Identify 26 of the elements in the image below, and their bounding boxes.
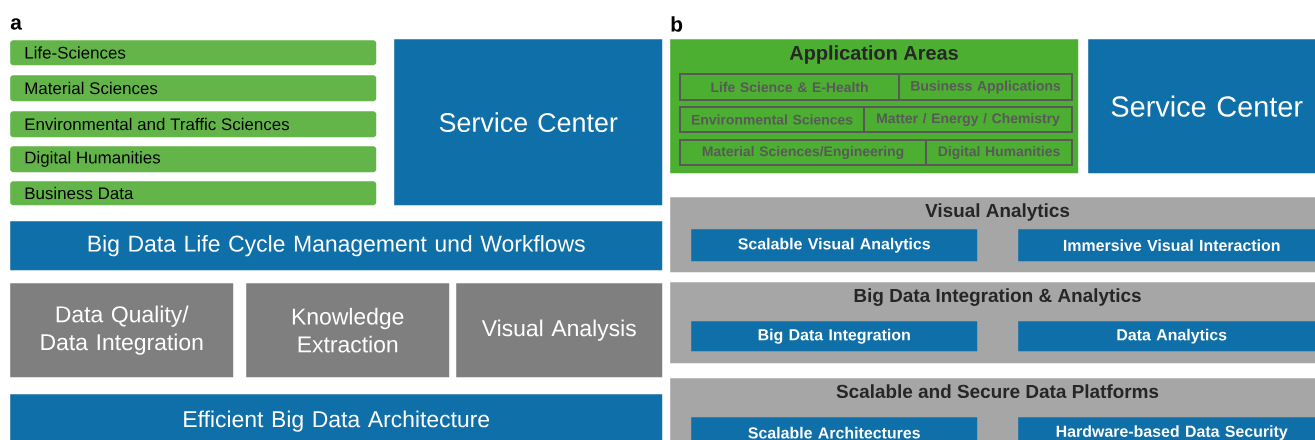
category-bar: Material Sciences [10, 75, 377, 102]
category-bar: Environmental and Traffic Sciences [10, 111, 377, 138]
area-box: Matter / Energy / Chemistry [863, 106, 1073, 133]
panel-letter: b [671, 16, 683, 32]
module-box: Scalable Visual Analytics [691, 229, 978, 262]
area-box: Digital Humanities [925, 139, 1073, 166]
component-box: Knowledge Extraction [246, 283, 450, 378]
service-box: Service Center [394, 39, 663, 206]
module-box: Scalable Architectures [691, 417, 978, 440]
component-box: Data Quality/ Data Integration [10, 283, 234, 378]
area-box: Environmental Sciences [679, 106, 865, 133]
layer-bar: Efficient Big Data Architecture [10, 394, 663, 440]
category-bar: Life-Sciences [10, 40, 377, 66]
area-box: Business Applications [898, 73, 1073, 101]
area-box: Material Sciences/Engineering [679, 139, 927, 166]
module-box: Data Analytics [1018, 321, 1315, 352]
module-box: Hardware-based Data Security [1018, 417, 1315, 440]
module-box: Immersive Visual Interaction [1018, 229, 1315, 262]
service-box: Service Center [1088, 39, 1315, 174]
panel-letter: a [10, 18, 22, 30]
category-bar: Business Data [10, 181, 377, 206]
category-bar: Digital Humanities [10, 146, 377, 173]
layer-bar: Big Data Life Cycle Management und Workflows [10, 221, 663, 271]
area-box: Life Science & E-Health [679, 73, 900, 101]
module-box: Big Data Integration [691, 321, 978, 352]
component-box: Visual Analysis [456, 283, 663, 378]
